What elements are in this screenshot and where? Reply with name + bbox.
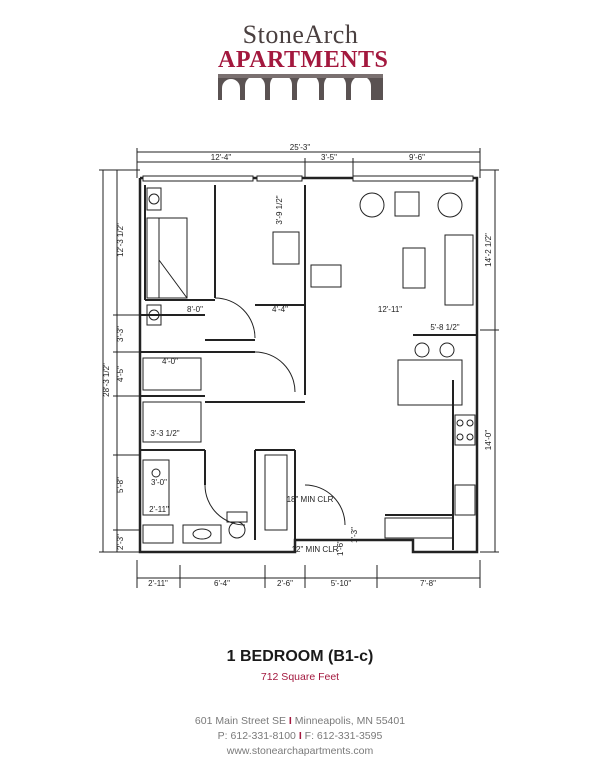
fax-number: F: 612-331-3595 (304, 730, 383, 742)
dim-tub-2: 2'-11" (149, 505, 169, 514)
floor-plan: 25'-3" 12'-4" 3'-5" 9'-6" 28'-3 1/2" 12'… (99, 143, 499, 588)
dim-bottom-1: 2'-11" (148, 579, 168, 588)
dim-kitchen-width: 5'-8 1/2" (430, 323, 459, 332)
dim-left-overall: 28'-3 1/2" (102, 363, 111, 397)
logo-wordmark-bottom: APARTMENTS (218, 47, 389, 73)
dim-tub: 3'-0" (151, 478, 167, 487)
dim-small-1: 1'-6" (336, 540, 345, 556)
website-link[interactable]: www.stonearchapartments.com (226, 745, 374, 757)
dim-left-3: 4'-5" (116, 366, 125, 382)
address-line: 601 Main Street SE I Minneapolis, MN 554… (0, 715, 600, 727)
dim-left-1: 12'-3 1/2" (116, 223, 125, 257)
dim-closet-width: 4'-0" (162, 357, 178, 366)
dim-bottom-3: 2'-6" (277, 579, 293, 588)
dim-left-4: 5'-8" (116, 477, 125, 493)
city-state-zip: Minneapolis, MN 55401 (294, 715, 406, 727)
dim-top-3: 9'-6" (409, 153, 425, 162)
logo-bridge-arches (218, 74, 383, 100)
phone-number: P: 612-331-8100 (217, 730, 296, 742)
logo-wordmark-top: StoneArch (242, 20, 359, 49)
dim-bottom-5: 7'-8" (420, 579, 436, 588)
dim-left-5: 2'-3" (116, 534, 125, 550)
dim-right-2: 14'-0" (484, 430, 493, 451)
dim-bedroom-door: 8'-0" (187, 305, 203, 314)
dim-top-2: 3'-5" (321, 153, 337, 162)
unit-title: 1 BEDROOM (B1-c) (226, 648, 374, 665)
street-address: 601 Main Street SE (194, 715, 286, 727)
separator: I (298, 730, 302, 742)
dim-small-2: 1'-3" (350, 527, 359, 543)
dim-right-1: 14'-2 1/2" (484, 233, 493, 267)
clearance-label-2: 12" MIN CLR (292, 545, 339, 554)
dim-bottom-2: 6'-4" (214, 579, 230, 588)
separator: I (288, 715, 292, 727)
dim-left-2: 3'-3" (116, 326, 125, 342)
unit-square-feet: 712 Square Feet (260, 671, 340, 683)
dim-overall-width: 25'-3" (290, 143, 311, 152)
phone-line: P: 612-331-8100 I F: 612-331-3595 (0, 730, 600, 742)
dim-living-width: 12'-11" (378, 305, 402, 314)
dim-hall: 4'-4" (272, 305, 288, 314)
dim-top-1: 12'-4" (211, 153, 232, 162)
dim-bottom-4: 5'-10" (331, 579, 352, 588)
dim-closet-depth: 3'-9 1/2" (275, 195, 284, 224)
logo: StoneArch APARTMENTS (218, 20, 389, 102)
dim-bath-width: 3'-3 1/2" (150, 429, 179, 438)
clearance-label-1: 18" MIN CLR (287, 495, 334, 504)
